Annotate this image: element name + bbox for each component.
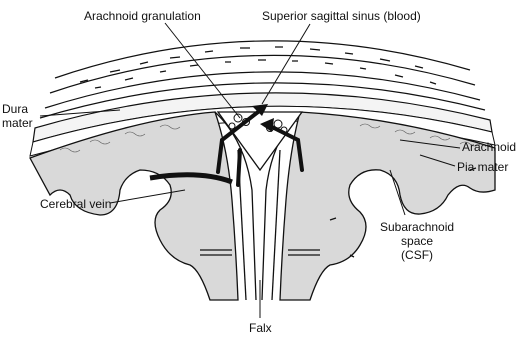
label-dura-mater-line2: mater [2,116,33,130]
label-subarachnoid-line2: space [380,234,454,248]
label-dura-mater: Dura mater [2,102,33,130]
label-dura-mater-line1: Dura [2,102,33,116]
label-subarachnoid-space: Subarachnoid space (CSF) [380,220,454,262]
label-arachnoid: Arachnoid [462,140,516,154]
label-arachnoid-granulation: Arachnoid granulation [84,9,201,23]
label-cerebral-vein: Cerebral vein [40,197,111,211]
sagittal-sinus [218,112,302,170]
label-falx: Falx [249,321,272,335]
label-pia-mater: Pia mater [457,160,508,174]
label-subarachnoid-line3: (CSF) [380,248,454,262]
label-superior-sagittal-sinus: Superior sagittal sinus (blood) [262,9,421,23]
bone-texture [80,47,436,88]
label-subarachnoid-line1: Subarachnoid [380,220,454,234]
